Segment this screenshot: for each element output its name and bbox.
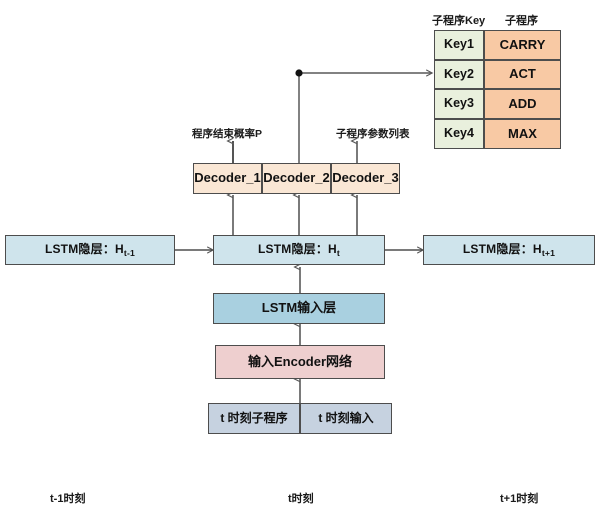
- source-input-at-t[interactable]: t 时刻输入: [300, 403, 392, 434]
- lstm-hidden-state-next-label: LSTM隐层：Ht+1: [462, 242, 556, 258]
- lstm-hidden-state-prev-subscript: t-1: [123, 247, 136, 258]
- lookup-row-3-program[interactable]: ADD: [484, 89, 561, 119]
- lstm-hidden-state-next[interactable]: LSTM隐层：Ht+1: [423, 235, 595, 265]
- junction-dot: [295, 69, 303, 77]
- decoder-3[interactable]: Decoder_3: [331, 163, 400, 194]
- input-encoder-network[interactable]: 输入Encoder网络: [215, 345, 385, 379]
- lookup-row-2-program[interactable]: ACT: [484, 60, 561, 89]
- time-label-current: t时刻: [288, 493, 314, 505]
- lookup-row-2-key[interactable]: Key2: [434, 60, 484, 89]
- lookup-row-4-program[interactable]: MAX: [484, 119, 561, 149]
- lstm-hidden-state-next-subscript: t+1: [541, 247, 556, 258]
- lstm-hidden-state-prev-label: LSTM隐层：Ht-1: [44, 242, 136, 258]
- lstm-hidden-state-prev[interactable]: LSTM隐层：Ht-1: [5, 235, 175, 265]
- lookup-row-1-program[interactable]: CARRY: [484, 30, 561, 60]
- lookup-row-1-key[interactable]: Key1: [434, 30, 484, 60]
- lookup-row-4-key[interactable]: Key4: [434, 119, 484, 149]
- source-subprogram-at-t[interactable]: t 时刻子程序: [208, 403, 300, 434]
- time-label-next: t+1时刻: [500, 493, 539, 505]
- decoder-1[interactable]: Decoder_1: [193, 163, 262, 194]
- time-label-prev: t-1时刻: [50, 493, 86, 505]
- decoder-2[interactable]: Decoder_2: [262, 163, 331, 194]
- lstm-hidden-state-current[interactable]: LSTM隐层：Ht: [213, 235, 385, 265]
- label-end-probability: 程序结束概率P: [192, 128, 263, 140]
- label-subprogram-arg-list: 子程序参数列表: [336, 128, 410, 140]
- lookup-table-header-key: 子程序Key: [432, 15, 486, 27]
- lstm-hidden-state-current-label: LSTM隐层：Ht: [257, 242, 340, 258]
- wire-decoder-2-to-lookup-table: [298, 69, 434, 163]
- lstm-input-layer[interactable]: LSTM输入层: [213, 293, 385, 324]
- lookup-table-header-program: 子程序: [505, 15, 538, 27]
- lstm-hidden-state-current-subscript: t: [336, 247, 340, 258]
- lookup-row-3-key[interactable]: Key3: [434, 89, 484, 119]
